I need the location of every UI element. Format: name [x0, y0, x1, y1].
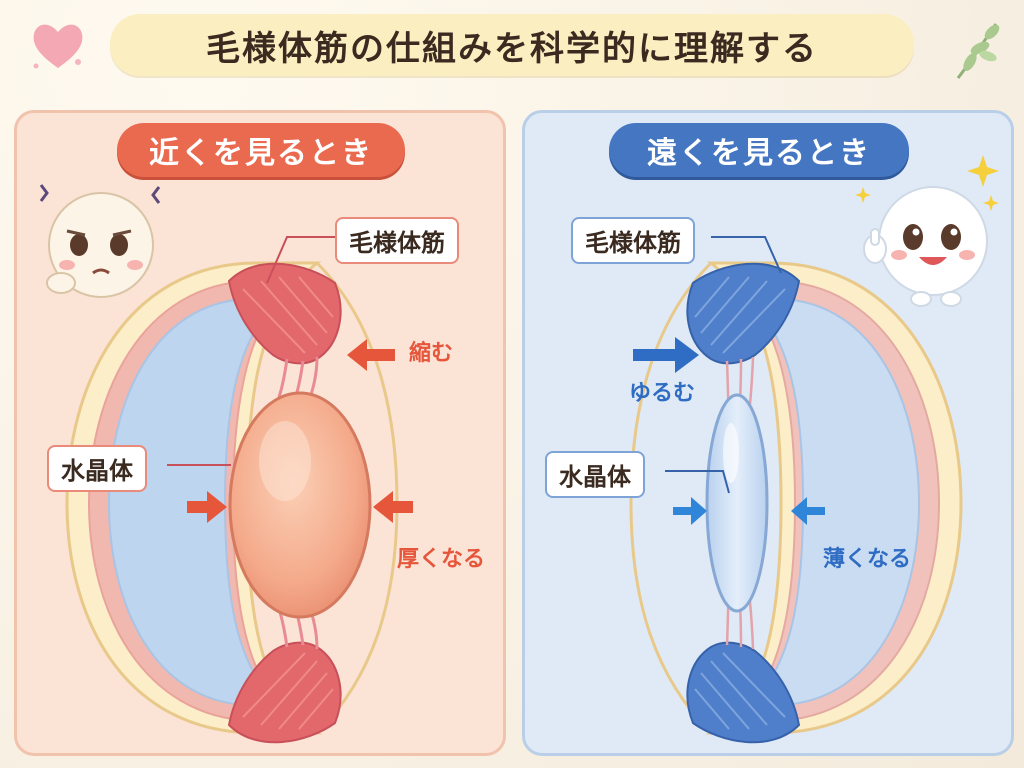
far-panel: 遠くを見るとき	[522, 110, 1014, 756]
near-arrow-lens-right	[373, 491, 413, 523]
near-lens-label: 水晶体	[47, 445, 147, 492]
near-ciliary-muscle-top	[227, 262, 342, 365]
happy-mascot	[855, 155, 999, 307]
far-muscle-action: ゆるむ	[629, 381, 696, 406]
near-panel: 近くを見るとき	[14, 110, 506, 756]
near-muscle-action: 縮む	[409, 341, 454, 366]
far-eye-diagram	[629, 236, 963, 744]
far-lens	[705, 393, 769, 613]
near-heading: 近くを見るとき	[117, 123, 405, 177]
near-lens-action: 厚くなる	[397, 547, 486, 572]
tired-mascot	[39, 184, 161, 298]
far-muscle-label: 毛様体筋	[571, 217, 695, 264]
far-heading: 遠くを見るとき	[609, 123, 909, 177]
near-ciliary-muscle-bottom	[227, 641, 342, 744]
far-arrow-lens-left	[673, 497, 707, 525]
far-arrow-lens-right	[791, 497, 825, 525]
sparkle-icon	[855, 155, 999, 211]
title-banner: 毛様体筋の仕組みを科学的に理解する	[110, 14, 914, 76]
heart-icon	[33, 24, 83, 69]
far-vitreous	[746, 298, 921, 706]
worry-lines-icon	[39, 184, 161, 204]
leaf-icon	[956, 23, 1000, 79]
far-arrow-muscle	[633, 337, 699, 373]
page-title: 毛様体筋の仕組みを科学的に理解する	[206, 28, 818, 69]
near-lens	[228, 391, 372, 619]
near-muscle-label: 毛様体筋	[335, 217, 459, 264]
near-eye-diagram	[65, 236, 413, 744]
far-ciliary-muscle-bottom	[686, 641, 801, 744]
far-ciliary-muscle-top	[686, 262, 801, 365]
far-lens-label: 水晶体	[545, 451, 645, 498]
near-arrow-lens-left	[187, 491, 227, 523]
far-lens-action: 薄くなる	[823, 547, 912, 572]
near-arrow-muscle	[347, 339, 395, 371]
